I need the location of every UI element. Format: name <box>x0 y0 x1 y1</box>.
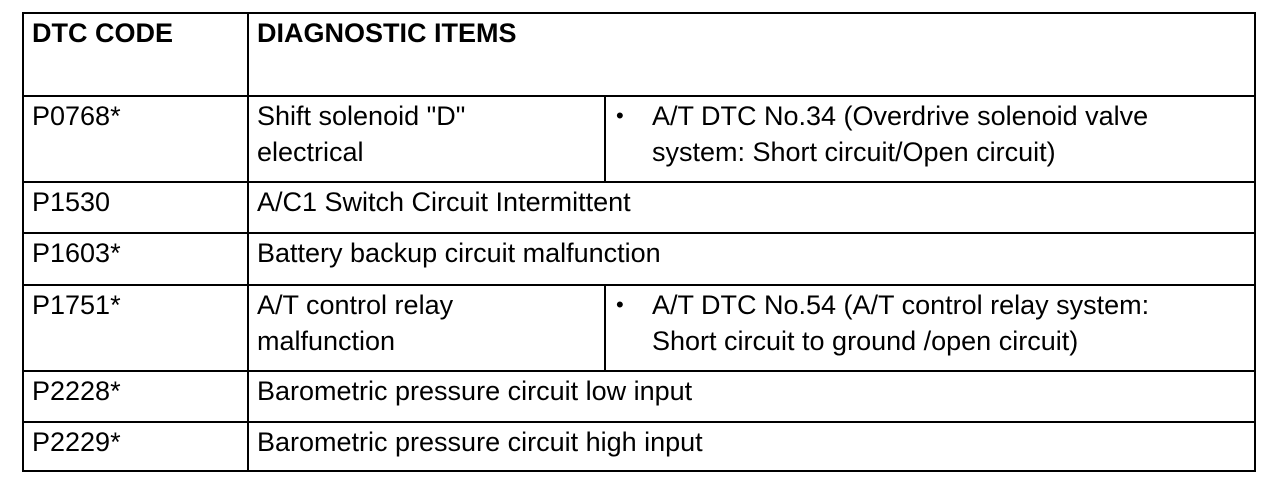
diagnostic-note-cell: • A/T DTC No.54 (A/T control relay syste… <box>603 284 1257 372</box>
bullet-item: • A/T DTC No.34 (Overdrive solenoid valv… <box>616 98 1246 170</box>
diagnostic-item-cell: Shift solenoid "D" electrical <box>247 95 606 183</box>
table-row: P0768* Shift solenoid "D" electrical • A… <box>22 95 1257 183</box>
table-row: P2228* Barometric pressure circuit low i… <box>22 370 1257 423</box>
diagnostic-item-text: A/T control relay malfunction <box>257 290 454 356</box>
diagnostic-item-cell: Barometric pressure circuit high input <box>246 421 1257 472</box>
bullet-item: • A/T DTC No.54 (A/T control relay syste… <box>616 287 1246 359</box>
table-row: P2229* Barometric pressure circuit high … <box>22 421 1257 472</box>
bullet-icon: • <box>616 292 624 317</box>
table-row: P1603* Battery backup circuit malfunctio… <box>22 232 1257 286</box>
bullet-icon: • <box>616 103 624 128</box>
diagnostic-note-text: A/T DTC No.54 (A/T control relay system:… <box>652 290 1150 356</box>
table-row: P1751* A/T control relay malfunction • A… <box>22 284 1257 372</box>
diagnostic-item-cell: Barometric pressure circuit low input <box>246 370 1257 423</box>
dtc-code-cell: P0768* <box>22 95 249 183</box>
dtc-code-cell: P2229* <box>22 421 249 472</box>
diagnostic-item-cell: Battery backup circuit malfunction <box>246 232 1257 286</box>
diagnostic-item-cell: A/T control relay malfunction <box>247 284 606 372</box>
dtc-code-cell: P1751* <box>22 284 249 372</box>
table-header-row: DTC CODE DIAGNOSTIC ITEMS <box>22 12 1257 97</box>
dtc-table: DTC CODE DIAGNOSTIC ITEMS P0768* Shift s… <box>22 12 1257 472</box>
header-dtc-code: DTC CODE <box>22 12 249 97</box>
table-row: P1530 A/C1 Switch Circuit Intermittent <box>22 181 1257 234</box>
diagnostic-note-cell: • A/T DTC No.34 (Overdrive solenoid valv… <box>603 95 1257 183</box>
dtc-code-cell: P1603* <box>22 232 249 286</box>
diagnostic-note-text: A/T DTC No.34 (Overdrive solenoid valve … <box>652 101 1149 167</box>
diagnostic-item-cell: A/C1 Switch Circuit Intermittent <box>246 181 1257 234</box>
dtc-code-cell: P2228* <box>22 370 249 423</box>
diagnostic-item-text: Shift solenoid "D" electrical <box>257 101 466 167</box>
header-diagnostic-items: DIAGNOSTIC ITEMS <box>246 12 1257 97</box>
dtc-code-cell: P1530 <box>22 181 249 234</box>
